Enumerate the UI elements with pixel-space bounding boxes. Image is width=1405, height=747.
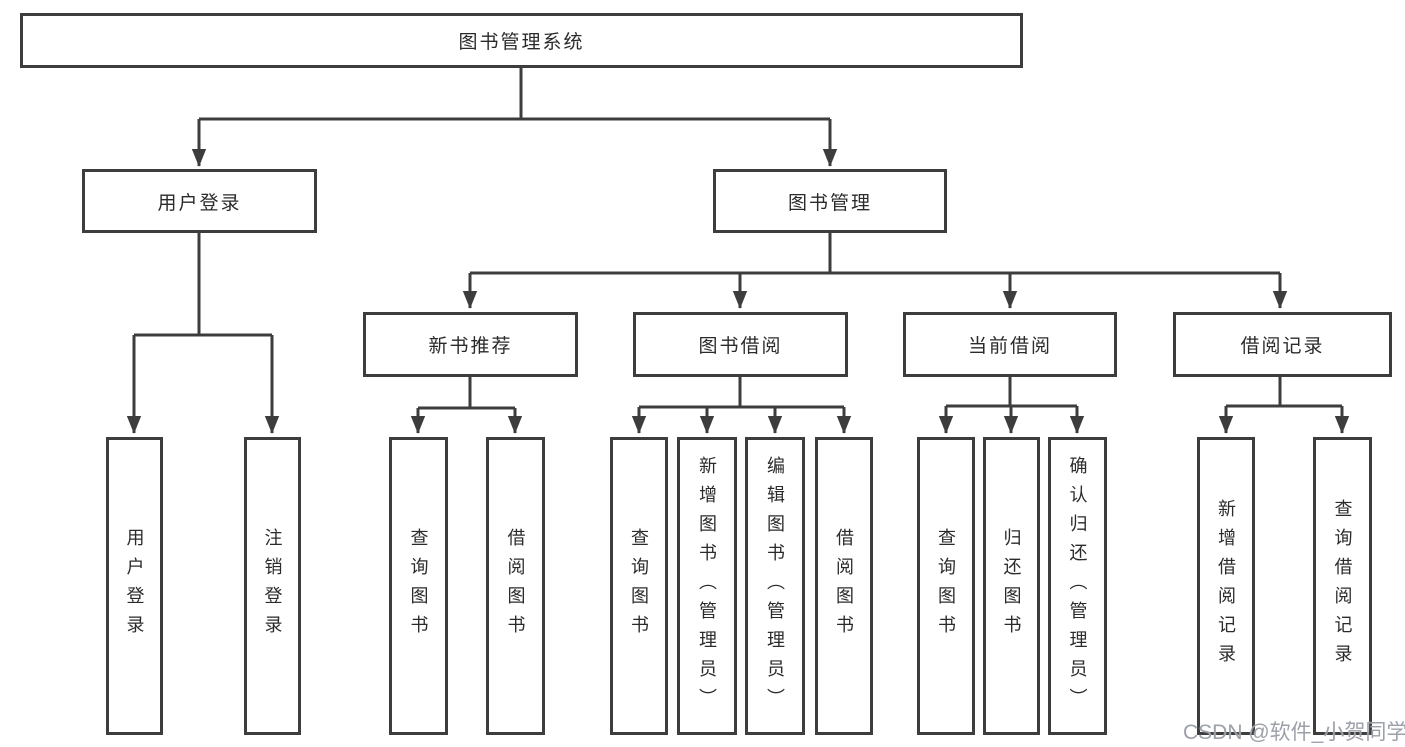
leaf-add-book-admin: 新增图书（管理员） <box>677 437 737 735</box>
leaf-borrow-book: 借阅图书 <box>815 437 873 735</box>
node-current-borrow-label: 当前借阅 <box>967 336 1052 357</box>
node-borrow-records-label: 借阅记录 <box>1240 336 1325 357</box>
leaf-edit-book-admin: 编辑图书（管理员） <box>745 437 805 735</box>
node-user-login-label: 用户登录 <box>157 192 242 214</box>
leaf-query-book-label: 查询图书 <box>629 528 649 644</box>
leaf-add-book-admin-label: 新增图书（管理员） <box>697 455 717 717</box>
leaf-logout: 注销登录 <box>244 437 301 735</box>
node-book-borrow: 图书借阅 <box>633 312 848 377</box>
leaf-borrow-book: 借阅图书 <box>486 437 545 735</box>
leaf-borrow-book-label: 借阅图书 <box>834 528 854 644</box>
node-new-book-recommend: 新书推荐 <box>363 312 578 377</box>
node-book-management-label: 图书管理 <box>787 192 872 214</box>
node-user-login: 用户登录 <box>82 169 317 233</box>
leaf-query-book-label: 查询图书 <box>936 528 956 644</box>
node-borrow-records: 借阅记录 <box>1173 312 1392 377</box>
leaf-add-borrow-record: 新增借阅记录 <box>1197 437 1255 735</box>
leaf-query-book: 查询图书 <box>610 437 668 735</box>
leaf-return-book-label: 归还图书 <box>1001 528 1022 644</box>
node-current-borrow: 当前借阅 <box>903 312 1117 377</box>
node-book-management: 图书管理 <box>713 169 947 233</box>
node-new-book-recommend-label: 新书推荐 <box>428 336 513 357</box>
leaf-query-book-label: 查询图书 <box>408 528 429 644</box>
node-root-system: 图书管理系统 <box>20 13 1023 68</box>
node-root-system-label: 图书管理系统 <box>458 32 585 53</box>
leaf-query-book: 查询图书 <box>917 437 975 735</box>
leaf-borrow-book-label: 借阅图书 <box>505 528 526 644</box>
leaf-user-login: 用户登录 <box>106 437 163 735</box>
leaf-query-borrow-record: 查询借阅记录 <box>1313 437 1372 735</box>
leaf-edit-book-admin-label: 编辑图书（管理员） <box>765 455 785 717</box>
leaf-confirm-return-admin: 确认归还（管理员） <box>1048 437 1107 735</box>
csdn-watermark: CSDN @软件_小贺同学 <box>1183 721 1405 744</box>
leaf-query-book: 查询图书 <box>389 437 448 735</box>
leaf-logout-label: 注销登录 <box>262 528 283 644</box>
leaf-query-borrow-record-label: 查询借阅记录 <box>1332 499 1353 673</box>
node-book-borrow-label: 图书借阅 <box>698 336 783 357</box>
leaf-confirm-return-admin-label: 确认归还（管理员） <box>1067 455 1088 717</box>
leaf-add-borrow-record-label: 新增借阅记录 <box>1216 499 1236 673</box>
leaf-user-login-label: 用户登录 <box>124 528 145 644</box>
leaf-return-book: 归还图书 <box>983 437 1040 735</box>
